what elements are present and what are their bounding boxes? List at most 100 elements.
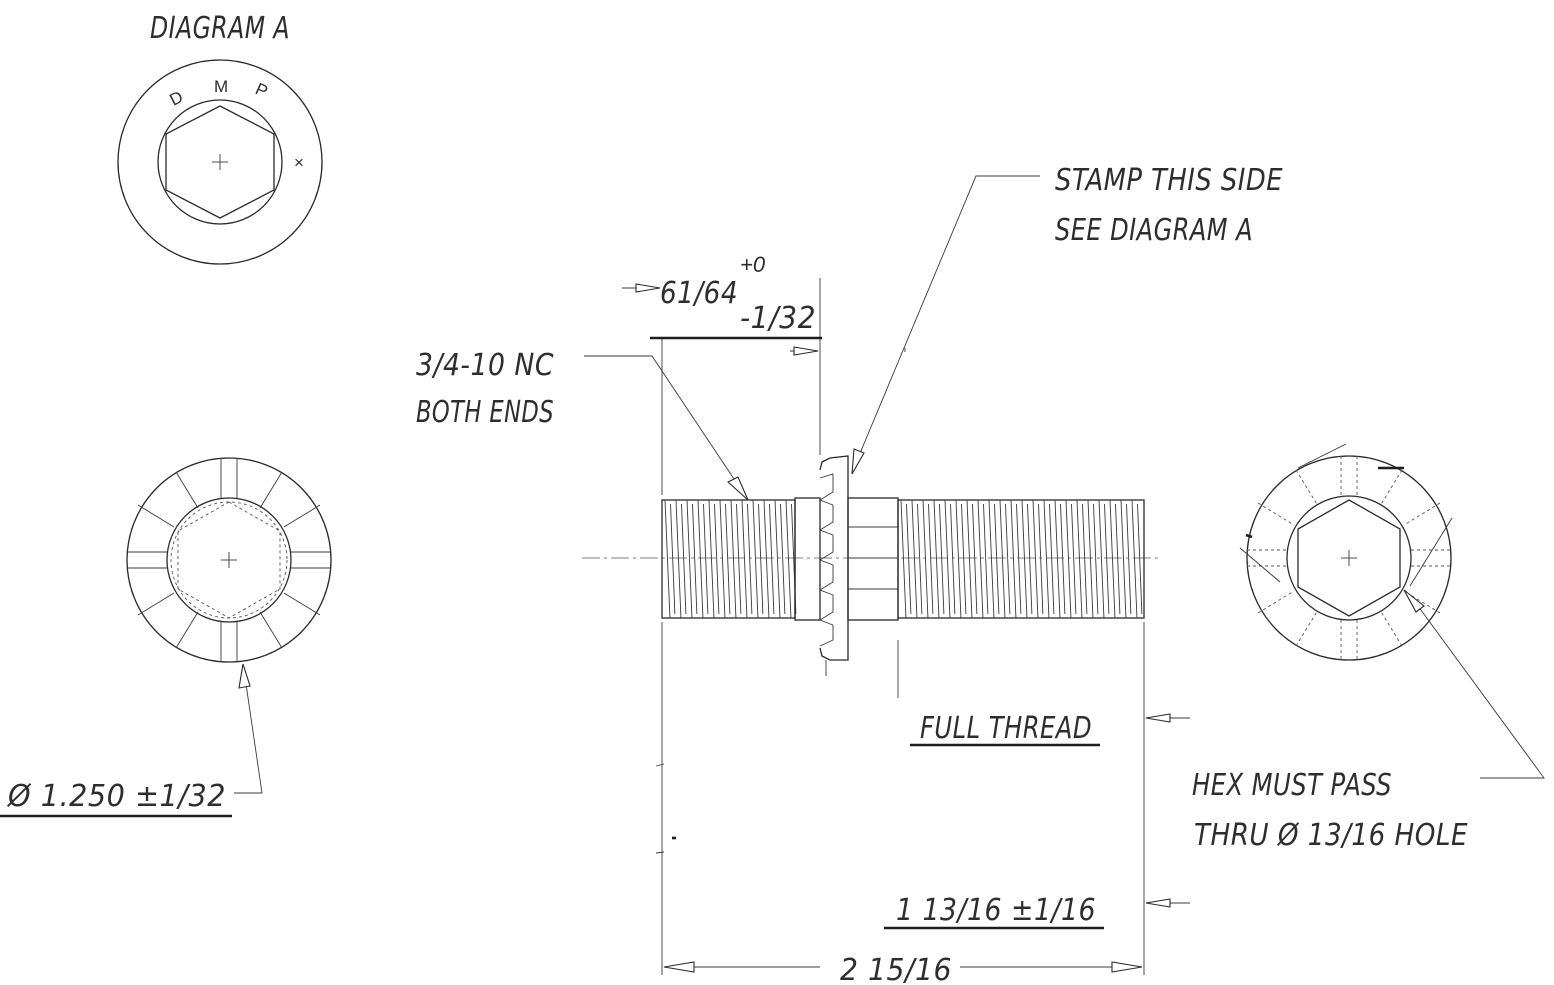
- thread-root-line: [1082, 503, 1088, 615]
- thread-crest-line: [900, 499, 907, 619]
- right-thread-body: [897, 499, 1145, 619]
- collar-dimension-text: 61/64: [660, 276, 738, 311]
- thread-crest-line: [1120, 499, 1127, 619]
- thread-root-line: [928, 503, 934, 615]
- thread-root-line: [1060, 503, 1066, 615]
- stamp-letter-d: D: [166, 87, 186, 110]
- thread-root-line: [681, 503, 687, 615]
- thread-root-line: [1126, 503, 1132, 615]
- right-thread-lines: [900, 499, 1143, 619]
- left-inner-circle: [166, 497, 292, 623]
- thread-crest-line: [774, 499, 781, 619]
- stamp-leader: [857, 175, 1040, 459]
- right-hex: [1297, 499, 1401, 617]
- thread-crest-line: [944, 499, 951, 619]
- collar-tolerance-minus: -1/32: [740, 301, 816, 336]
- thread-crest-line: [955, 499, 962, 619]
- thread-crest-line: [988, 499, 995, 619]
- thread-crest-line: [1109, 499, 1116, 619]
- right-outer-circle: [1246, 455, 1452, 661]
- thread-root-line: [917, 503, 923, 615]
- right-hidden-serrations: [1247, 456, 1451, 660]
- diameter-leader: [234, 683, 263, 794]
- thread-root-line: [1027, 503, 1033, 615]
- thread-root-line: [1005, 503, 1011, 615]
- thread-root-line: [994, 503, 1000, 615]
- thread-length-arrow: [1145, 898, 1171, 908]
- stamp-callout-line1: STAMP THIS SIDE: [1055, 163, 1283, 198]
- left-end-view: Ø 1.250 ±1/32: [0, 457, 332, 818]
- thread-crest-line: [933, 499, 940, 619]
- thread-callout-line1: 3/4-10 NC: [416, 348, 554, 383]
- hex-note-line2: THRU Ø 13/16 HOLE: [1194, 818, 1468, 853]
- thread-crest-line: [686, 499, 693, 619]
- overall-dim-arrow-right: [1111, 961, 1143, 973]
- thread-root-line: [703, 503, 709, 615]
- thread-crest-line: [977, 499, 984, 619]
- overall-dim-arrow-left: [663, 961, 695, 973]
- thread-root-line: [670, 503, 676, 615]
- thread-leader: [584, 355, 741, 489]
- thread-crest-line: [752, 499, 759, 619]
- thread-root-line: [725, 503, 731, 615]
- thread-crest-line: [1054, 499, 1061, 619]
- diameter-arrowhead: [238, 663, 251, 689]
- shank: [794, 497, 821, 621]
- collar-tolerance-plus: +0: [740, 252, 766, 277]
- thread-root-line: [1049, 503, 1055, 615]
- thread-root-line: [747, 503, 753, 615]
- thread-callout-line2: BOTH ENDS: [416, 395, 554, 430]
- overall-length-text: 2 15/16: [840, 953, 952, 985]
- hex-leader-arrow: [1403, 589, 1425, 613]
- thread-root-line: [758, 503, 764, 615]
- left-serrations: [127, 458, 331, 662]
- thread-root-line: [961, 503, 967, 615]
- thread-root-line: [906, 503, 912, 615]
- thread-crest-line: [1043, 499, 1050, 619]
- thread-root-line: [972, 503, 978, 615]
- construction-line: [1239, 547, 1281, 583]
- thread-root-line: [692, 503, 698, 615]
- thread-root-line: [780, 503, 786, 615]
- thread-root-line: [736, 503, 742, 615]
- thread-crest-line: [675, 499, 682, 619]
- thread-root-line: [1038, 503, 1044, 615]
- right-end-view: HEX MUST PASS THRU Ø 13/16 HOLE: [1192, 443, 1545, 853]
- hex-note-line1: HEX MUST PASS: [1192, 768, 1392, 803]
- collar-serration-profile: [818, 473, 834, 647]
- stamp-letter-p: P: [252, 79, 270, 101]
- left-hidden-hex: [177, 501, 281, 619]
- thread-crest-line: [741, 499, 748, 619]
- thread-root-line: [950, 503, 956, 615]
- thread-crest-line: [922, 499, 929, 619]
- left-thread-lines: [664, 499, 797, 619]
- thread-crest-line: [999, 499, 1006, 619]
- stamp-callout-line2: SEE DIAGRAM A: [1055, 213, 1253, 248]
- diagram-a-outer-circle: [117, 59, 323, 265]
- diameter-dimension-text: Ø 1.250 ±1/32: [7, 779, 226, 814]
- thread-crest-line: [966, 499, 973, 619]
- diagram-a-view: DIAGRAM A D M P ×: [117, 11, 323, 265]
- diagram-a-hex: [165, 105, 275, 219]
- left-outer-circle: [126, 457, 332, 663]
- thread-root-line: [983, 503, 989, 615]
- thread-root-line: [1104, 503, 1110, 615]
- thread-crest-line: [697, 499, 704, 619]
- thread-root-line: [939, 503, 945, 615]
- collar-dim-arrow-left: [635, 283, 661, 293]
- hex-leader: [1417, 605, 1545, 779]
- thread-crest-line: [1087, 499, 1094, 619]
- thread-root-line: [1093, 503, 1099, 615]
- thread-root-line: [769, 503, 775, 615]
- thread-crest-line: [664, 499, 671, 619]
- diagram-a-inner-circle: [157, 99, 283, 225]
- stamp-letter-x: ×: [294, 153, 304, 172]
- right-inner-circle: [1286, 495, 1412, 621]
- stamp-leader-arrow: [851, 448, 865, 475]
- stamp-letter-m: M: [214, 77, 228, 96]
- thread-leader-arrow: [727, 476, 749, 501]
- thread-crest-line: [1076, 499, 1083, 619]
- full-thread-arrow: [1145, 713, 1171, 723]
- thread-root-line: [1115, 503, 1121, 615]
- thread-crest-line: [719, 499, 726, 619]
